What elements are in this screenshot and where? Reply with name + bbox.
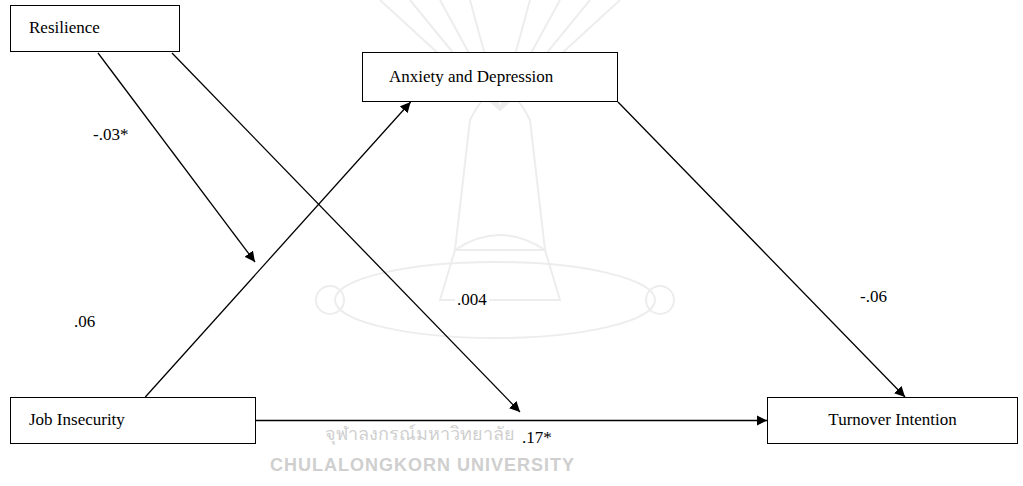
path-arrow bbox=[145, 102, 410, 397]
path-arrow bbox=[618, 102, 905, 397]
path-coefficient: -.06 bbox=[858, 287, 889, 307]
watermark-text: CHULALONGKORN UNIVERSITY bbox=[270, 456, 575, 476]
variable-box: Anxiety and Depression bbox=[362, 52, 618, 102]
path-coefficient: .06 bbox=[72, 312, 97, 332]
path-coefficient: -.03* bbox=[91, 125, 130, 145]
variable-box: Resilience bbox=[10, 5, 180, 52]
variable-name: Turnover Intention bbox=[828, 410, 956, 430]
moderation-arrow bbox=[172, 53, 520, 412]
moderation-arrow bbox=[98, 53, 255, 262]
watermark-emblem bbox=[316, 0, 674, 338]
watermark-text: จุฬาลงกรณ์มหาวิทยาลัย bbox=[325, 424, 515, 444]
path-arrow bbox=[256, 420, 767, 421]
path-coefficient: .17* bbox=[520, 428, 554, 448]
variable-name: Job Insecurity bbox=[29, 410, 125, 430]
variable-name: Anxiety and Depression bbox=[389, 67, 553, 87]
variable-box: Turnover Intention bbox=[767, 397, 1018, 444]
path-coefficient: .004 bbox=[455, 290, 489, 310]
variable-name: Resilience bbox=[29, 18, 100, 38]
variable-box: Job Insecurity bbox=[10, 397, 256, 444]
